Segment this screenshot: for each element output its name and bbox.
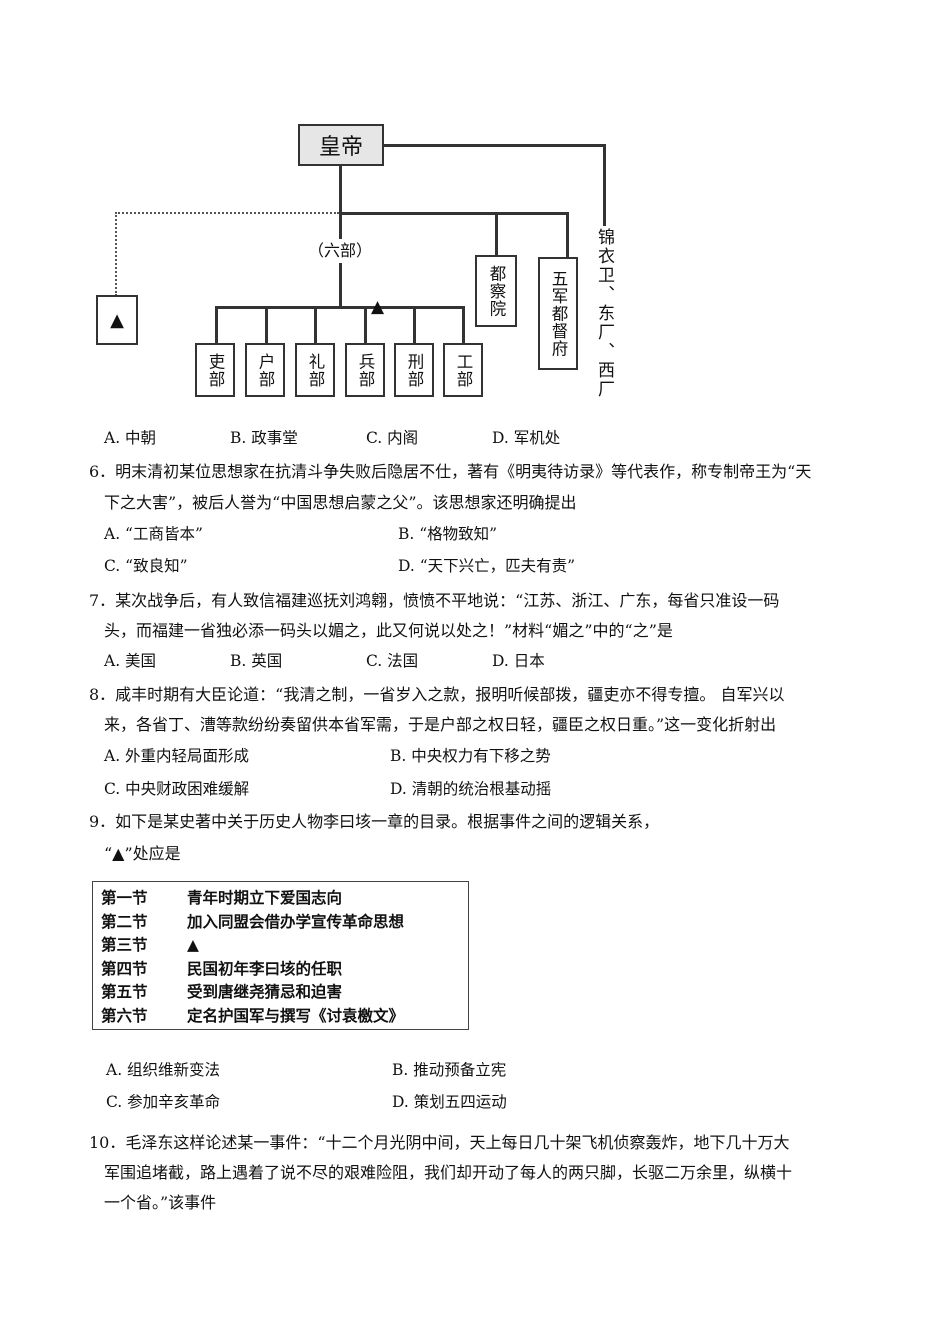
q5-option-b[interactable]: B. 政事堂 (230, 429, 298, 447)
q6-option-b[interactable]: B. “格物致知” (398, 525, 498, 543)
ministry-box-rites: 礼部 (295, 343, 335, 397)
q10-stem-line-1: 10．毛泽东这样论述某一事件：“十二个月光阴中间，天上每日几十架飞机侦察轰炸，地… (89, 1133, 790, 1152)
ministry-box-war: 兵部 (345, 343, 385, 397)
connector-line (566, 212, 569, 258)
q7-option-a[interactable]: A. 美国 (104, 652, 157, 670)
q5-option-c[interactable]: C. 内阁 (366, 429, 419, 447)
q5-option-a[interactable]: A. 中朝 (104, 429, 157, 447)
q6-stem-line-2: 下之大害”，被后人誉为“中国思想启蒙之父”。该思想家还明确提出 (104, 493, 577, 512)
emperor-label: 皇帝 (318, 135, 363, 160)
unknown-institution-box: ▲ (96, 295, 138, 345)
toc-title: 青年时期立下爱国志向 (187, 889, 343, 907)
six-ministries-label: （六部） (308, 241, 373, 260)
toc-row: 第二节 加入同盟会借办学宣传革命思想 (101, 910, 460, 934)
q6-stem-line-1: 6．明末清初某位思想家在抗清斗争失败后隐居不仕，著有《明夷待访录》等代表作，称专… (89, 462, 812, 481)
ministry-label: 兵部 (356, 352, 375, 388)
toc-row: 第六节 定名护国军与撰写《讨袁檄文》 (101, 1004, 460, 1028)
dotted-connector (115, 212, 339, 214)
connector-line (364, 306, 367, 344)
q7-stem-line-1: 7．某次战争后，有人致信福建巡抚刘鸿翱，愤愤不平地说：“江苏、浙江、广东，每省只… (89, 591, 780, 610)
censorate-label: 都察院 (487, 264, 506, 318)
q8-option-d[interactable]: D. 清朝的统治根基动摇 (390, 780, 552, 798)
toc-title: 加入同盟会借办学宣传革命思想 (187, 912, 405, 931)
q9-option-c[interactable]: C. 参加辛亥革命 (106, 1093, 221, 1111)
chapter-toc-table: 第一节 青年时期立下爱国志向 第二节 加入同盟会借办学宣传革命思想 第三节 ▲ … (92, 881, 469, 1030)
q8-option-c[interactable]: C. 中央财政困难缓解 (104, 780, 250, 798)
q7-option-c[interactable]: C. 法国 (366, 652, 419, 670)
q8-option-a[interactable]: A. 外重内轻局面形成 (104, 747, 250, 765)
ministry-label: 户部 (256, 352, 275, 388)
q8-stem-line-2: 来，各省丁、漕等款纷纷奏留供本省军需，于是户部之权日轻，疆臣之权日重。”这一变化… (104, 715, 777, 734)
triangle-marker: ▲ (371, 297, 385, 317)
q9-option-a[interactable]: A. 组织维新变法 (106, 1061, 221, 1079)
q7-option-b[interactable]: B. 英国 (230, 652, 283, 670)
emperor-box: 皇帝 (298, 124, 384, 166)
toc-title: ▲ (187, 936, 199, 954)
q6-option-c[interactable]: C. “致良知” (104, 557, 188, 575)
connector-line (413, 306, 416, 344)
q7-stem-line-2: 头，而福建一省独必添一码头以媚之，此又何说以处之！”材料“媚之”中的“之”是 (104, 621, 673, 640)
five-armies-label: 五军都督府 (549, 269, 568, 358)
q9-option-d[interactable]: D. 策划五四运动 (392, 1093, 507, 1111)
q6-option-a[interactable]: A. “工商皆本” (104, 525, 203, 543)
connector-line (314, 306, 317, 344)
connector-line (384, 144, 606, 147)
q9-stem-line-2: “▲”处应是 (104, 844, 181, 863)
connector-line (339, 263, 342, 307)
toc-section: 第三节 (101, 936, 148, 954)
ministry-label: 工部 (454, 352, 473, 388)
toc-title: 定名护国军与撰写《讨袁檄文》 (187, 1006, 405, 1025)
toc-title: 受到唐继尧猜忌和迫害 (187, 983, 343, 1001)
connector-line (339, 212, 568, 215)
ministry-label: 吏部 (206, 352, 225, 388)
q10-stem-line-2: 军围追堵截，路上遇着了说不尽的艰难险阻，我们却开动了每人的两只脚，长驱二万余里，… (104, 1163, 793, 1182)
toc-section: 第一节 (101, 889, 148, 907)
toc-row: 第三节 ▲ (101, 933, 460, 957)
ministry-box-personnel: 吏部 (195, 343, 235, 397)
toc-row: 第四节 民国初年李曰垓的任职 (101, 957, 460, 981)
q8-option-b[interactable]: B. 中央权力有下移之势 (390, 747, 551, 765)
toc-title: 民国初年李曰垓的任职 (187, 959, 343, 978)
connector-line (495, 212, 498, 256)
secret-police-label: 锦衣卫、东厂、西厂 (594, 228, 614, 399)
q9-option-b[interactable]: B. 推动预备立宪 (392, 1061, 507, 1079)
five-armies-box: 五军都督府 (538, 257, 578, 370)
ministry-box-revenue: 户部 (245, 343, 285, 397)
connector-line (215, 306, 218, 344)
toc-section: 第六节 (101, 1006, 148, 1025)
q10-stem-line-3: 一个省。”该事件 (104, 1193, 217, 1212)
triangle-marker: ▲ (110, 309, 124, 331)
toc-section: 第二节 (101, 912, 148, 931)
toc-section: 第四节 (101, 959, 148, 978)
connector-line (215, 306, 464, 309)
q7-option-d[interactable]: D. 日本 (492, 652, 545, 670)
connector-line (339, 213, 342, 239)
connector-line (339, 166, 342, 213)
ministry-box-justice: 刑部 (394, 343, 434, 397)
q5-option-d[interactable]: D. 军机处 (492, 429, 561, 447)
q9-stem-line-1: 9．如下是某史著中关于历史人物李曰垓一章的目录。根据事件之间的逻辑关系， (89, 812, 660, 831)
dotted-connector (115, 212, 117, 296)
connector-line (265, 306, 268, 344)
q6-option-d[interactable]: D. “天下兴亡，匹夫有责” (398, 557, 576, 575)
connector-line (462, 306, 465, 344)
connector-line (603, 144, 606, 226)
q8-stem-line-1: 8．咸丰时期有大臣论道：“我清之制，一省岁入之款，报明听候部拨，疆吏亦不得专擅。… (89, 685, 785, 704)
ministry-label: 礼部 (306, 352, 325, 388)
toc-section: 第五节 (101, 983, 148, 1001)
toc-row: 第一节 青年时期立下爱国志向 (101, 886, 460, 910)
censorate-box: 都察院 (475, 255, 517, 327)
ministry-label: 刑部 (405, 352, 424, 388)
toc-row: 第五节 受到唐继尧猜忌和迫害 (101, 980, 460, 1004)
ministry-box-works: 工部 (443, 343, 483, 397)
